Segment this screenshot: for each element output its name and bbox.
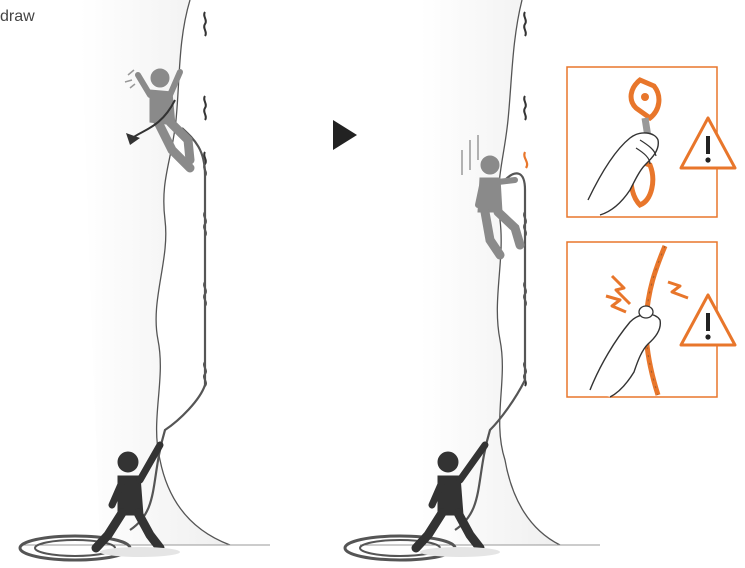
rope-device (638, 305, 654, 319)
carabiner-icon (628, 77, 662, 122)
falling-climber-figure (135, 68, 195, 173)
falling-climber-figure-right (475, 155, 525, 260)
belayer-figure-right (411, 441, 489, 553)
wall-right (420, 0, 560, 545)
belayer-figure-left (91, 441, 165, 553)
carabiner-gate (641, 93, 649, 101)
hand-icon (589, 313, 662, 398)
wall-edge-left (155, 0, 231, 546)
unclipped-quickdraw-icon (523, 151, 529, 169)
ground-shadow-left (100, 547, 180, 557)
play-arrow-icon (333, 120, 357, 150)
warning-triangle-icon (679, 293, 737, 347)
caption-text: draw (0, 8, 35, 25)
left-scene (18, 0, 270, 562)
quickdraw-icon (523, 11, 527, 37)
fall-arrow-head (126, 133, 140, 145)
hand-icon (587, 132, 660, 216)
right-scene (343, 0, 600, 562)
wall-left (80, 0, 230, 545)
lightning-bolt-icon (610, 274, 632, 306)
quickdraw-icon (203, 95, 207, 121)
detail-panel-carabiner (566, 66, 737, 218)
hand-fingers (635, 139, 657, 165)
impact-lines-icon (124, 69, 136, 89)
rope-coil-left-inner (34, 539, 116, 557)
ground-shadow-right (420, 547, 500, 557)
speed-lines-icon (461, 135, 479, 175)
rope-left (129, 127, 207, 531)
wall-edge-right (496, 0, 561, 546)
lightning-bolt-icon (605, 294, 627, 314)
quickdraw-icon (203, 11, 207, 37)
quickdraw-icon (523, 95, 527, 121)
detail-panel-rope-friction (566, 241, 737, 398)
warning-triangle-icon (679, 116, 737, 170)
rope-right (454, 172, 527, 531)
lightning-bolt-icon (667, 280, 689, 300)
